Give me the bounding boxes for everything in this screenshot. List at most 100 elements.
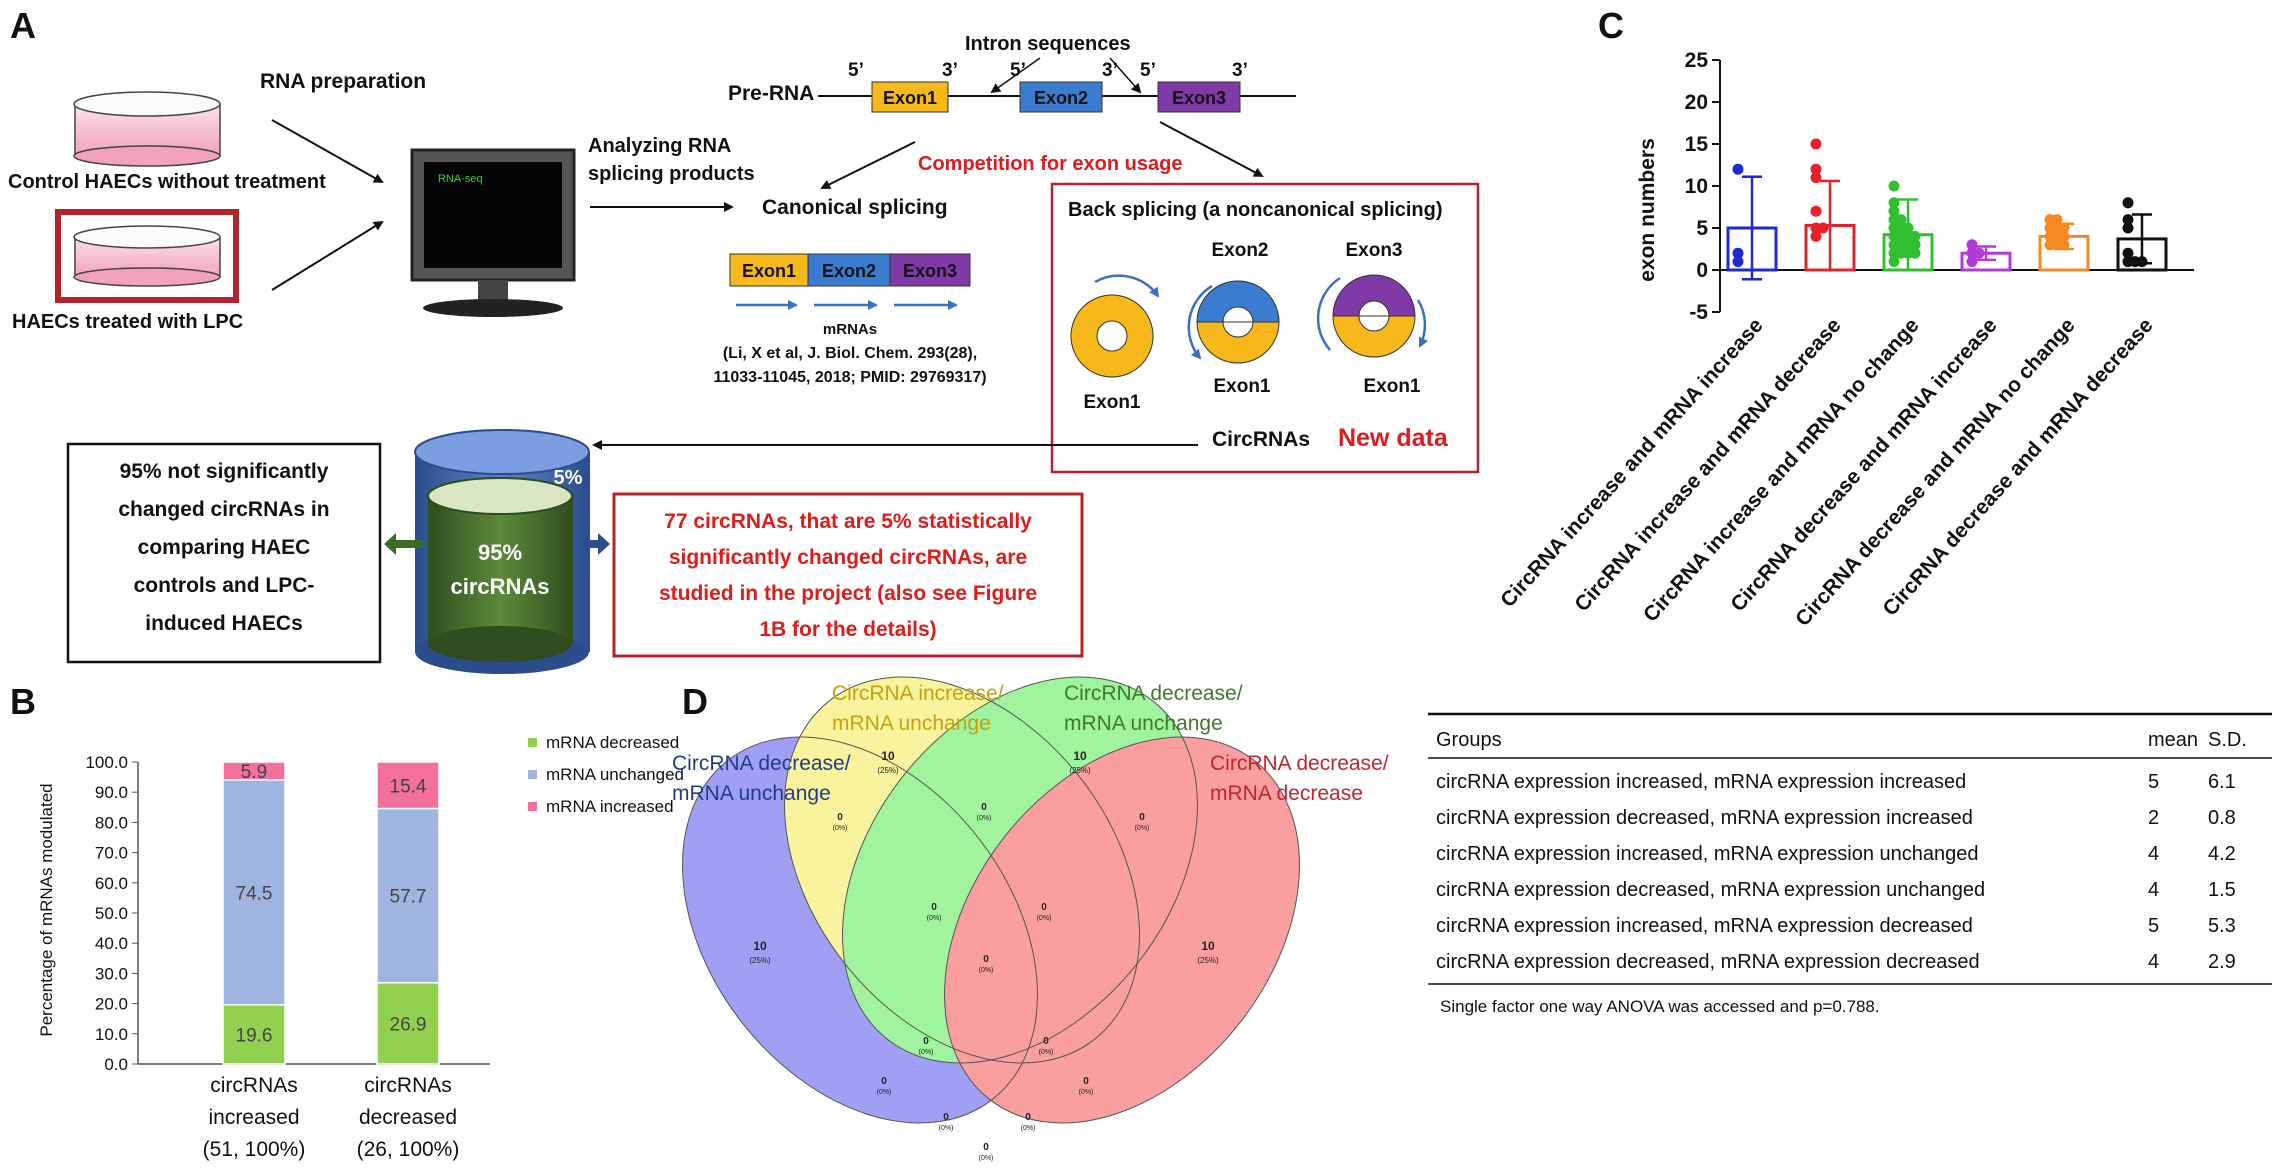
panel-b-value-label: 57.7	[390, 887, 427, 908]
mrnas-label: mRNAs	[823, 321, 877, 338]
panel-c-data-point	[1732, 163, 1744, 175]
panel-b-tick-label: 10.0	[95, 1025, 128, 1044]
panel-b-tick-label: 30.0	[95, 964, 128, 983]
circle2-exon2-label: Exon2	[1211, 240, 1268, 261]
venn-region-percent: (25%)	[1197, 956, 1219, 965]
venn-region-count: 10	[1073, 749, 1087, 763]
table-head-mean: mean	[2148, 729, 2198, 751]
panel-c-tick-label: 20	[1685, 91, 1708, 114]
venn-region-percent: (0%)	[1135, 825, 1150, 832]
table-cell-group: circRNA expression increased, mRNA expre…	[1436, 771, 1966, 793]
table-rows: circRNA expression increased, mRNA expre…	[1436, 771, 2236, 973]
table-cell-group: circRNA expression decreased, mRNA expre…	[1436, 951, 1980, 973]
arrow-treated-to-computer	[271, 220, 384, 291]
circle1-exon1-label: Exon1	[1083, 392, 1140, 413]
venn-region-percent: (25%)	[1069, 766, 1091, 775]
panel-c-data-point	[1732, 247, 1744, 259]
citation-line-1: (Li, X et al, J. Biol. Chem. 293(28),	[723, 345, 977, 362]
panel-c-data-point	[2122, 222, 2134, 234]
cat1-line-2: increased	[208, 1106, 299, 1129]
circrnas-label: CircRNAs	[1212, 428, 1310, 451]
venn-region-percent: (0%)	[877, 1089, 892, 1096]
mrna-exon1	[729, 253, 809, 287]
table-cell-sd: 5.3	[2208, 915, 2236, 937]
venn-region-count: 0	[1025, 1112, 1031, 1123]
panel-c-data-point	[1909, 247, 1921, 259]
panel-c-data-point	[1909, 230, 1921, 242]
panel-c-data-point	[1973, 247, 1985, 259]
table-cell-mean: 5	[2148, 915, 2159, 937]
panel-c-data-point	[1810, 230, 1822, 242]
pre-exon2-label: Exon2	[1034, 88, 1088, 108]
control-haecs-label: Control HAECs without treatment	[8, 171, 326, 193]
panel-d: D CircRNA increase/ mRNA unchange CircRN…	[672, 676, 1389, 1162]
panel-b-bar-segment	[222, 761, 286, 781]
panel-c-data-point	[1888, 197, 1900, 209]
pre-exon3-label: Exon3	[1172, 88, 1226, 108]
legend-swatch-increased	[528, 802, 537, 811]
panel-c-ylabel: exon numbers	[1636, 138, 1659, 282]
panel-c-data-point	[1817, 222, 1829, 234]
panel-c-data-point	[1810, 172, 1822, 184]
mrna-exon2	[807, 253, 891, 287]
panel-b-value-label: 19.6	[236, 1025, 273, 1046]
panel-c-data-point	[1909, 239, 1921, 251]
table-cell-sd: 4.2	[2208, 843, 2236, 865]
panel-c-data-point	[1966, 256, 1978, 268]
panel-a: A RNA preparation Control HAECs without …	[8, 5, 1480, 674]
venn-region-labels: 10(25%)10(25%)10(25%)10(25%)0(0%)0(0%)0(…	[749, 749, 1219, 1162]
venn-region-percent: (25%)	[877, 766, 899, 775]
intron-sequences-label: Intron sequences	[965, 33, 1131, 55]
venn-region-percent: (0%)	[1037, 915, 1052, 922]
venn-region-percent: (25%)	[749, 956, 771, 965]
panel-b-value-label: 15.4	[390, 776, 427, 797]
venn-region-count: 10	[881, 749, 895, 763]
venn-region-percent: (0%)	[939, 1125, 954, 1132]
cylinder-big-label-1: 95%	[478, 540, 522, 565]
cylinder-big-label-2: circRNAs	[450, 574, 549, 599]
panel-b-value-label: 26.9	[390, 1014, 427, 1035]
venn-region-count: 0	[1083, 1076, 1089, 1087]
mrna-exon1-label: Exon1	[742, 261, 796, 281]
panel-c-data-point	[1810, 138, 1822, 150]
panel-b-bars: 19.674.55.926.957.715.4	[222, 761, 440, 1065]
arrow-to-canonical-splicing	[820, 141, 916, 189]
venn-region-percent: (0%)	[833, 825, 848, 832]
panel-c-category-label: CircRNA decrease and mRNA increase	[1726, 314, 2001, 616]
venn-region-count: 0	[881, 1076, 887, 1087]
prime-5-a: 5’	[848, 60, 864, 81]
panel-c-data-point	[2122, 214, 2134, 226]
table-cell-mean: 5	[2148, 771, 2159, 793]
control-dish-icon	[73, 91, 221, 167]
citation-line-2: 11033-11045, 2018; PMID: 29769317)	[713, 369, 986, 386]
venn-region-count: 0	[981, 802, 987, 813]
panel-b-ylabel: Percentage of mRNAs modulated	[37, 783, 56, 1036]
venn-region-count: 0	[983, 1142, 989, 1153]
pre-exon1	[871, 81, 949, 113]
table-cell-group: circRNA expression decreased, mRNA expre…	[1436, 807, 1973, 829]
panel-c-data-point	[2122, 247, 2134, 259]
legend-swatch-unchanged	[528, 770, 537, 779]
venn-label-green-2: mRNA unchange	[1064, 712, 1223, 735]
venn-region-percent: (0%)	[979, 967, 994, 974]
venn-label-red-1: CircRNA decrease/	[1210, 752, 1389, 775]
circle3-exon3-label: Exon3	[1345, 240, 1402, 261]
sig-line-3: studied in the project (also see Figure	[659, 582, 1037, 605]
table-cell-sd: 1.5	[2208, 879, 2236, 901]
treated-haecs-label: HAECs treated with LPC	[12, 311, 243, 333]
panel-c-data-point	[1966, 239, 1978, 251]
panel-c-data-point	[1810, 163, 1822, 175]
not-sig-line-2: changed circRNAs in	[118, 498, 329, 521]
table-cell-sd: 2.9	[2208, 951, 2236, 973]
panel-c-data-point	[2058, 222, 2070, 234]
analyzing-label-1: Analyzing RNA	[588, 135, 731, 157]
arrow-control-to-computer	[271, 119, 384, 183]
panel-b-value-label: 5.9	[241, 762, 267, 783]
table-cell-mean: 2	[2148, 807, 2159, 829]
pre-exon2	[1019, 81, 1103, 113]
venn-label-blue-1: CircRNA decrease/	[672, 752, 851, 775]
panel-b-bar-segment	[222, 779, 286, 1006]
rna-preparation-label: RNA preparation	[260, 70, 426, 93]
panel-b-tick-label: 80.0	[95, 813, 128, 832]
venn-label-yellow-1: CircRNA increase/	[832, 682, 1004, 705]
